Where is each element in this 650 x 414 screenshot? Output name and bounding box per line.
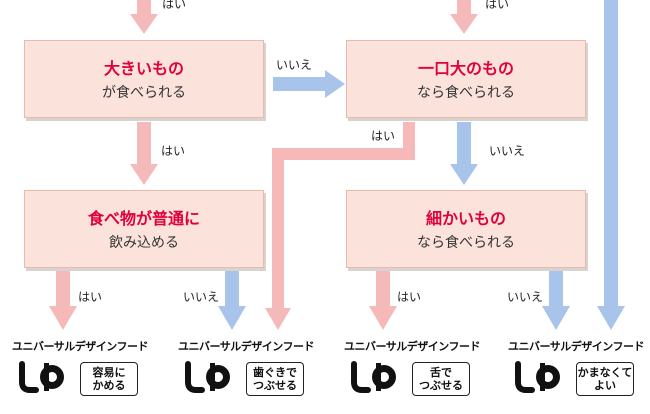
label-bite-no: いいえ (489, 144, 526, 158)
udf-badge-1: ユニバーサルデザインフード 容易に かめる (12, 338, 148, 398)
arrow-large-no (273, 70, 345, 98)
udf-level-label: 容易に かめる (80, 362, 138, 396)
udf-level-label: 舌で つぶせる (412, 362, 470, 396)
arrow-bite-yes (265, 122, 415, 330)
udf-badge-header: ユニバーサルデザインフード (12, 340, 148, 353)
node-bite-title: 一口大のもの (417, 59, 514, 78)
node-swallow-title: 食べ物が普通に (87, 209, 200, 228)
node-large: 大きいもの が食べられる (24, 40, 264, 118)
node-small-title: 細かいもの (425, 209, 506, 228)
node-small-sub: なら食べられる (417, 235, 515, 251)
label-bite-yes: はい (371, 129, 396, 143)
udf-level-label: かまなくて よい (576, 362, 634, 396)
arrow-large-yes (130, 122, 158, 185)
udf-level-label: 歯ぐきで つぶせる (246, 362, 304, 396)
arrow-swallow-yes (49, 270, 77, 330)
node-large-sub: が食べられる (102, 85, 186, 101)
udf-badge-header: ユニバーサルデザインフード (178, 340, 314, 353)
label-large-no: いいえ (276, 58, 313, 72)
label-swallow-no: いいえ (183, 290, 220, 304)
arrow-right-long (597, 0, 625, 330)
udf-logo-icon (19, 361, 64, 393)
label-large-yes: はい (161, 144, 186, 158)
udf-logo-icon (515, 361, 560, 393)
node-bite: 一口大のもの なら食べられる (346, 40, 586, 118)
udf-badge-header: ユニバーサルデザインフード (508, 340, 644, 353)
udf-badge-3: ユニバーサルデザインフード 舌で つぶせる (344, 338, 480, 398)
node-bite-sub: なら食べられる (417, 85, 515, 101)
node-large-title: 大きいもの (103, 59, 184, 78)
arrow-top-mid (450, 0, 478, 34)
label-swallow-yes: はい (78, 290, 103, 304)
label-small-yes: はい (397, 290, 422, 304)
udf-logo-icon (185, 361, 230, 393)
udf-badge-header: ユニバーサルデザインフード (344, 340, 480, 353)
node-swallow-sub: 飲み込める (109, 235, 179, 251)
udf-logo-icon (351, 361, 396, 393)
arrow-bite-no (450, 122, 478, 185)
arrow-swallow-no (218, 270, 246, 330)
arrow-small-yes (369, 270, 397, 330)
node-small: 細かいもの なら食べられる (346, 190, 586, 268)
label-top-left-yes: はい (162, 0, 187, 11)
udf-badge-4: ユニバーサルデザインフード かまなくて よい (508, 338, 644, 398)
label-top-mid-yes: はい (485, 0, 510, 11)
label-small-no: いいえ (507, 290, 544, 304)
arrow-top-left (130, 0, 158, 34)
arrow-small-no (542, 270, 570, 330)
udf-badge-2: ユニバーサルデザインフード 歯ぐきで つぶせる (178, 338, 314, 398)
node-swallow: 食べ物が普通に 飲み込める (24, 190, 264, 268)
